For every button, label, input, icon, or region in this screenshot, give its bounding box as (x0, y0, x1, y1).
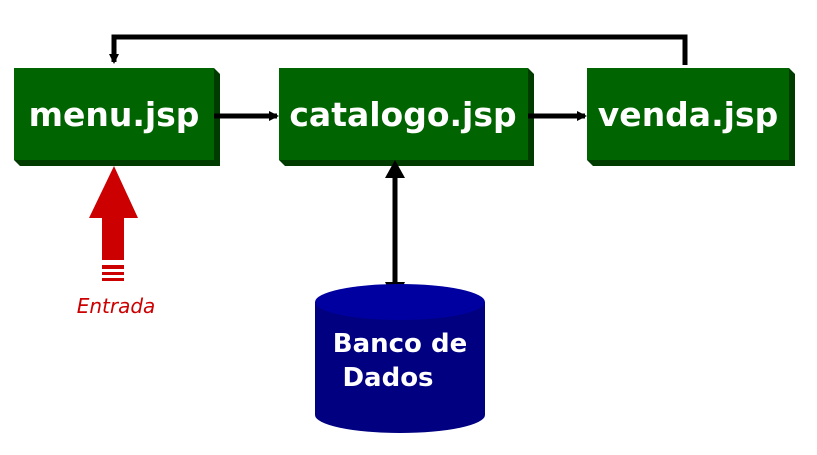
menu-jsp-box-face (14, 68, 214, 160)
venda-jsp-box: venda.jsp (587, 68, 795, 166)
catalogo-database-arrow (385, 160, 405, 302)
database-body (315, 302, 485, 433)
catalogo-jsp-box: catalogo.jsp (279, 68, 534, 166)
menu-jsp-label: menu.jsp (29, 95, 200, 134)
catalogo-jsp-box-face (279, 68, 528, 160)
venda-jsp-label: venda.jsp (598, 95, 778, 134)
venda-jsp-box-face (587, 68, 789, 160)
database-label-line1: Banco de (333, 329, 467, 359)
feedback-arrow (109, 34, 688, 65)
catalogo-jsp-label: catalogo.jsp (289, 95, 516, 134)
menu-jsp-box: menu.jsp (14, 68, 220, 166)
entry-label: Entrada (77, 294, 156, 318)
entry-arrow-icon (89, 166, 138, 281)
database-label-line2: Dados (342, 363, 433, 393)
database-top (315, 284, 485, 320)
database-cylinder: Banco de Dados (315, 284, 485, 433)
